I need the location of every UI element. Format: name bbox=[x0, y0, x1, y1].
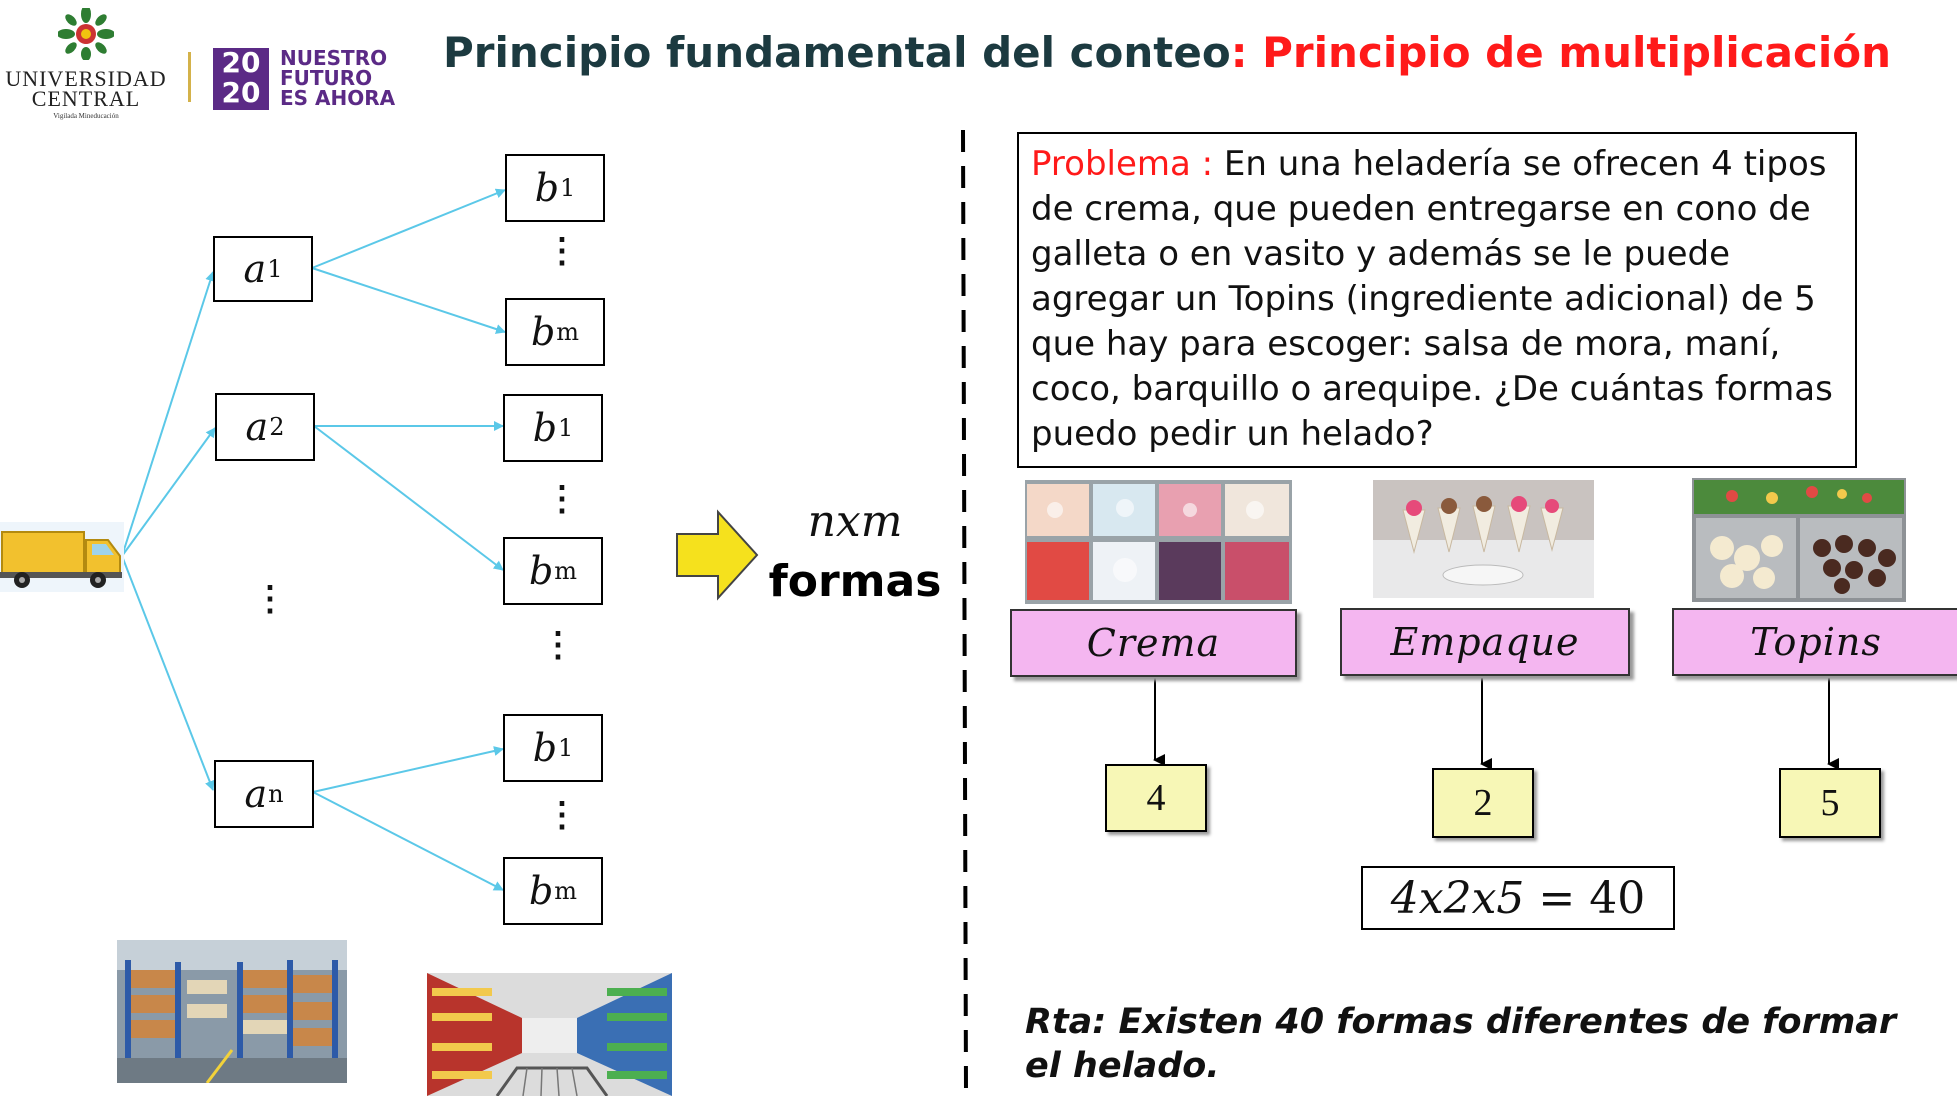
badge-slogan: NUESTRO FUTURO ES AHORA bbox=[280, 48, 400, 108]
node-letter: b bbox=[534, 166, 560, 210]
node-letter: b bbox=[528, 869, 554, 913]
badge-2020-top: 20 bbox=[221, 46, 261, 79]
node-subscript: 1 bbox=[558, 414, 574, 442]
node-subscript: 1 bbox=[560, 174, 576, 202]
node-letter: b bbox=[532, 726, 558, 770]
page-title: Principio fundamental del conteo: Princi… bbox=[443, 28, 1891, 77]
node-subscript: n bbox=[268, 780, 284, 808]
category-topins: Topins bbox=[1672, 608, 1957, 676]
node-subscript: m bbox=[554, 877, 578, 905]
result-arrow-icon bbox=[676, 509, 759, 601]
equation-rhs: = 40 bbox=[1538, 872, 1646, 924]
ellipsis-between-groups: ⋮ bbox=[541, 625, 575, 665]
truck-icon bbox=[0, 522, 124, 592]
edge-a2-bm bbox=[313, 425, 504, 571]
topins-photo bbox=[1692, 478, 1906, 602]
empaque-photo bbox=[1373, 480, 1594, 598]
edge-root-a2 bbox=[121, 427, 216, 557]
node-subscript: 1 bbox=[267, 255, 283, 283]
ellipsis-b-group2: ⋮ bbox=[545, 479, 579, 519]
ellipsis-b-group3: ⋮ bbox=[545, 795, 579, 835]
problem-text: En una heladería se ofrecen 4 tipos de c… bbox=[1031, 144, 1833, 454]
edge-an-bm bbox=[312, 791, 504, 891]
university-logo: UNIVERSIDAD CENTRAL Vigilada Mineducació… bbox=[0, 8, 172, 120]
university-crest-icon bbox=[58, 8, 114, 60]
badge-slogan-line2: FUTURO bbox=[280, 66, 373, 90]
answer-text: Rta: Existen 40 formas diferentes de for… bbox=[1025, 1002, 1897, 1086]
badge-2020-bottom: 20 bbox=[221, 76, 261, 109]
edge-a1-b1 bbox=[311, 188, 506, 269]
ellipsis-a-nodes: ⋮ bbox=[253, 579, 287, 619]
node-letter: b bbox=[532, 406, 558, 450]
node-letter: b bbox=[530, 310, 556, 354]
node-subscript: m bbox=[556, 318, 580, 346]
badge-slogan-line3: ES AHORA bbox=[280, 86, 396, 110]
logo-divider bbox=[188, 52, 191, 102]
node-subscript: m bbox=[554, 557, 578, 585]
value-crema: 4 bbox=[1105, 764, 1207, 832]
university-motto: Vigilada Mineducación bbox=[53, 112, 119, 120]
problem-label: Problema : bbox=[1031, 144, 1214, 184]
result-label: formas bbox=[768, 556, 942, 607]
result-expression: nxm bbox=[807, 496, 903, 547]
category-crema: Crema bbox=[1010, 609, 1297, 677]
value-empaque: 2 bbox=[1432, 768, 1534, 838]
node-subscript: 1 bbox=[558, 734, 574, 762]
node-letter: b bbox=[528, 549, 554, 593]
warehouse-photo bbox=[117, 940, 347, 1083]
supermarket-photo bbox=[427, 973, 672, 1096]
category-empaque: Empaque bbox=[1340, 608, 1630, 676]
edge-an-b1 bbox=[312, 746, 504, 793]
edge-root-an bbox=[121, 555, 215, 791]
node-letter: a bbox=[244, 772, 268, 816]
crema-photo bbox=[1025, 480, 1292, 604]
title-main: Principio fundamental del conteo bbox=[443, 28, 1231, 77]
equation-box: 4x2x5 = 40 bbox=[1361, 866, 1675, 930]
badge-slogan-line1: NUESTRO bbox=[280, 46, 388, 70]
node-letter: a bbox=[243, 247, 267, 291]
node-letter: a bbox=[245, 405, 269, 449]
badge-2020: 20 20 bbox=[213, 48, 269, 110]
equation-lhs: 4x2x5 bbox=[1390, 872, 1525, 924]
university-name-line2: CENTRAL bbox=[31, 86, 141, 111]
problem-statement: Problema : En una heladería se ofrecen 4… bbox=[1017, 132, 1857, 468]
value-topins: 5 bbox=[1779, 768, 1881, 838]
ellipsis-b-group1: ⋮ bbox=[545, 231, 579, 271]
section-divider bbox=[961, 129, 968, 1093]
node-subscript: 2 bbox=[269, 413, 285, 441]
title-highlight: : Principio de multiplicación bbox=[1230, 28, 1892, 77]
university-name-line1: UNIVERSIDAD bbox=[5, 66, 167, 91]
edge-a1-bm bbox=[311, 267, 506, 334]
edge-root-a1 bbox=[121, 271, 216, 557]
